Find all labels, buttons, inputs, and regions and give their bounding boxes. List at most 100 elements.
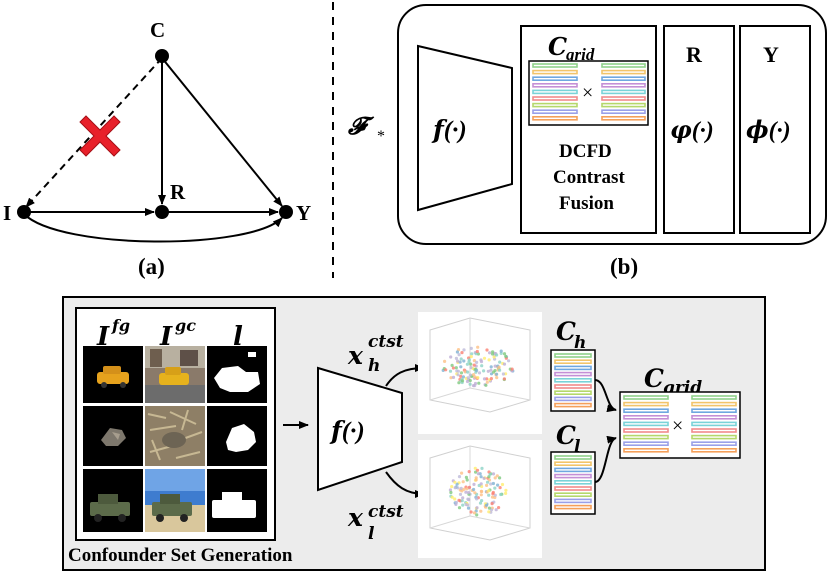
scatter-point (472, 363, 476, 367)
bar-row (691, 395, 737, 400)
scatter-point (451, 375, 456, 379)
scatter-point (459, 365, 463, 369)
scatter-point (492, 370, 496, 374)
scatter-point (450, 485, 454, 489)
scatter-point (491, 492, 495, 496)
scatter-point (502, 352, 507, 356)
scatter-point (468, 382, 472, 386)
c-h-label: 𝑪 (556, 319, 576, 346)
r-box (663, 25, 735, 234)
scatter-point (453, 480, 457, 484)
scatter-point (489, 368, 493, 372)
scatter-point (469, 355, 473, 359)
scatter-point (482, 476, 486, 480)
bottom-encoder-shape (317, 366, 403, 492)
bar-row (691, 401, 737, 407)
bar-row (532, 63, 578, 68)
bar-row (554, 402, 592, 408)
x-l-sup: 𝒄𝒕𝒔𝒕 (368, 502, 404, 521)
y-box-title: Y (763, 42, 779, 67)
blocked-cross-icon (79, 115, 121, 157)
scatter-point (507, 359, 511, 363)
scatter-point (486, 369, 490, 373)
scatter-point (498, 368, 502, 372)
scatter-point (465, 478, 469, 482)
causal-graph: C I R Y (a) (3, 18, 311, 279)
scatter-point (464, 490, 468, 494)
scatter-point (469, 362, 473, 366)
bar-row (554, 371, 592, 377)
bar-row (554, 467, 592, 473)
scatter-point (494, 508, 498, 512)
row1-foreground-image (83, 346, 143, 403)
scatter-plot-low (418, 440, 542, 558)
scatter-point (462, 487, 466, 491)
bar-row (623, 395, 669, 400)
scatter-point (500, 482, 505, 487)
scatter-point (473, 375, 477, 379)
scatter-point (475, 360, 479, 364)
scatter-point (450, 363, 454, 367)
scatter-point (471, 384, 476, 388)
scatter-point (467, 491, 471, 495)
row2-background-image (145, 406, 205, 466)
row3-foreground-image (83, 469, 143, 532)
scatter-point (450, 495, 454, 499)
caption-a: (a) (138, 254, 165, 279)
scatter-point (477, 381, 481, 385)
bar-row (623, 428, 669, 433)
scatter-point (474, 478, 478, 482)
scatter-point (467, 358, 471, 362)
scatter-point (480, 466, 484, 470)
scatter-point (460, 351, 464, 355)
scatter-point (497, 365, 501, 369)
sample-row-1 (83, 346, 267, 403)
scatter-point (485, 380, 489, 384)
sample-row-3 (83, 469, 267, 532)
y-box-func: 𝝓(·) (746, 118, 791, 144)
scatter-point (501, 372, 505, 376)
scatter-point (498, 476, 502, 480)
scatter-point (489, 482, 493, 486)
scatter-point (476, 472, 480, 476)
scatter-point (475, 468, 480, 472)
scatter-point (460, 379, 465, 383)
scatter-point (473, 491, 477, 495)
scatter-point (472, 487, 476, 492)
scatter-point (479, 475, 483, 479)
bottom-cgrid-bars-right (691, 395, 737, 453)
scatter-point (475, 506, 479, 510)
scatter-point (479, 493, 483, 497)
bar-row (691, 428, 737, 433)
scatter-point (455, 482, 459, 486)
scatter-point (498, 486, 502, 490)
scatter-plot-high (418, 312, 542, 434)
bar-row (554, 377, 592, 383)
bar-row (691, 447, 737, 453)
node-c (155, 49, 169, 63)
scatter-point (469, 346, 473, 350)
scatter-point (454, 356, 458, 360)
scatter-point (455, 369, 459, 373)
row1-mask-image (207, 346, 267, 403)
dcfd-line-2: Contrast (553, 167, 625, 188)
scatter-point (484, 383, 488, 387)
bar-row (623, 414, 669, 420)
scatter-point (498, 360, 502, 364)
bar-row (532, 109, 578, 114)
scatter-point (454, 366, 458, 370)
scatter-point (469, 365, 473, 370)
scatter-point (472, 373, 476, 377)
bar-row (554, 353, 592, 358)
scatter-point (472, 511, 477, 515)
scatter-point (470, 352, 474, 356)
bar-row (601, 69, 646, 75)
bar-row (532, 116, 578, 121)
scatter-point (462, 348, 466, 352)
arrow-c-h-to-c-grid (594, 379, 617, 413)
scatter-point (499, 349, 503, 353)
scatter-point (451, 366, 455, 370)
sample-row-2 (83, 406, 267, 466)
scatter-point (457, 498, 461, 502)
scatter-point (453, 497, 457, 501)
